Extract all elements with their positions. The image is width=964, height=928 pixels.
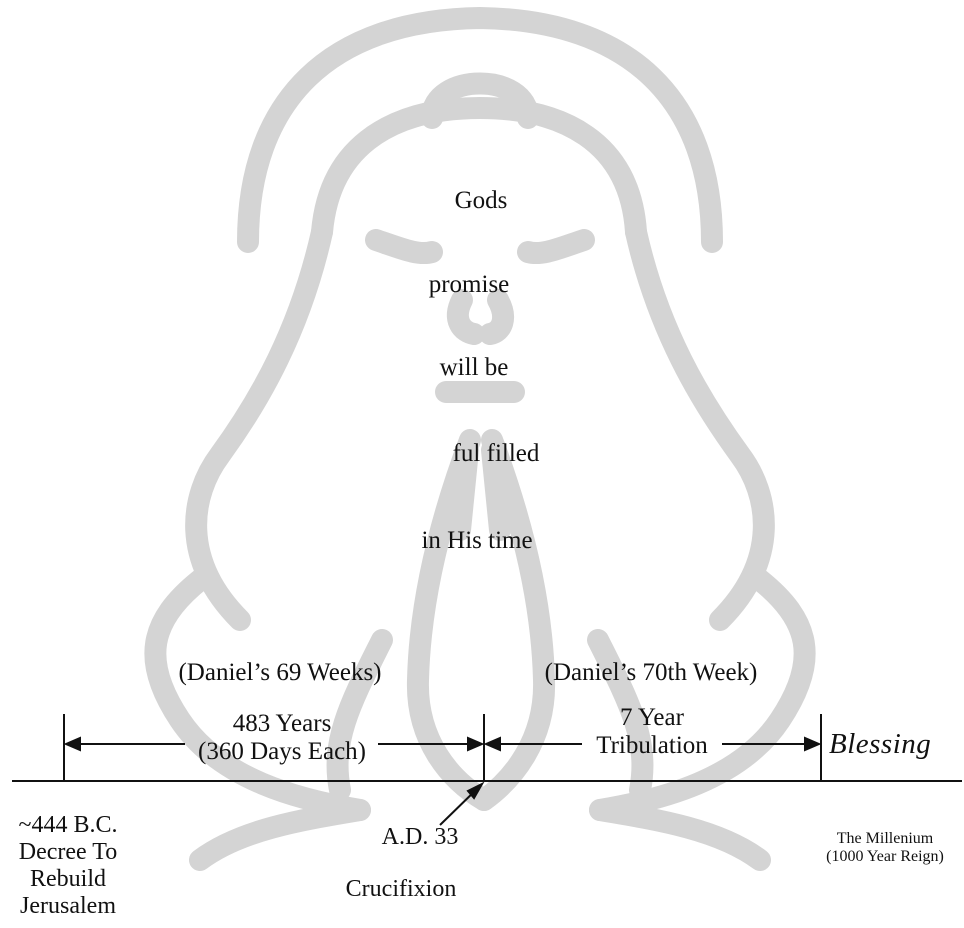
figure-left-eye (365, 229, 443, 264)
crucifixion-label: Crucifixion (345, 876, 457, 902)
center-text-line1: Gods (454, 187, 508, 214)
start-marker-line2: Decree To (18, 838, 118, 865)
millennium-line2: (1000 Year Reign) (826, 847, 944, 865)
figure-collar-right (481, 439, 511, 541)
right-span-arrowhead-right (804, 736, 822, 752)
start-marker-line4: Jerusalem (20, 892, 116, 919)
figure-left-arm (326, 629, 393, 801)
figure-right-arm (587, 629, 654, 801)
right-span-line2: Tribulation (596, 732, 708, 759)
figure-right-eye (517, 229, 595, 264)
start-marker-label: ~444 B.C. Decree To Rebuild Jerusalem (19, 812, 118, 920)
figure-nose (446, 289, 485, 345)
figure-headband (311, 97, 647, 243)
center-text-line4: ful filled (452, 440, 540, 467)
figure-left-sleeve (189, 799, 371, 871)
start-marker-line1: ~444 B.C. (18, 812, 118, 838)
center-text-line2: promise (428, 271, 510, 298)
millennium-line1: The Millenium (836, 830, 934, 847)
blessing-label: Blessing (829, 728, 932, 760)
figure-nose-right (479, 289, 515, 345)
right-span-line1: 7 Year (620, 704, 684, 731)
millennium-label: The Millenium (1000 Year Reign) (826, 830, 944, 866)
center-text-line3: will be (439, 354, 509, 381)
left-period-header: (Daniel’s 69 Weeks) (178, 659, 382, 686)
left-span-arrowhead-left (63, 736, 81, 752)
figure-left-hair (185, 221, 333, 631)
left-span-line2: (360 Days Each) (198, 738, 366, 765)
figure-right-sleeve (589, 799, 771, 871)
figure-left-hand (406, 429, 495, 811)
center-text-line5: in His time (421, 527, 533, 554)
figure-hair-bun (421, 72, 539, 129)
crucifixion-pointer-head (466, 781, 485, 800)
right-span-label: 7 Year Tribulation (596, 704, 708, 760)
right-period-header: (Daniel’s 70th Week) (544, 659, 758, 686)
start-marker-line3: Rebuild (30, 865, 106, 892)
figure-left-shoulder (144, 569, 371, 821)
figure-right-hair (625, 221, 775, 631)
figure-right-shoulder (589, 569, 816, 821)
right-span-arrowhead-left (483, 736, 501, 752)
left-span-label: 483 Years (360 Days Each) (198, 710, 366, 766)
crucifixion-date: A.D. 33 (381, 824, 459, 850)
figure-collar-left (449, 439, 479, 541)
left-span-line1: 483 Years (232, 710, 332, 737)
figure-hood-outline (237, 7, 723, 253)
figure-right-hand (473, 429, 556, 811)
left-span-arrowhead-right (467, 736, 485, 752)
